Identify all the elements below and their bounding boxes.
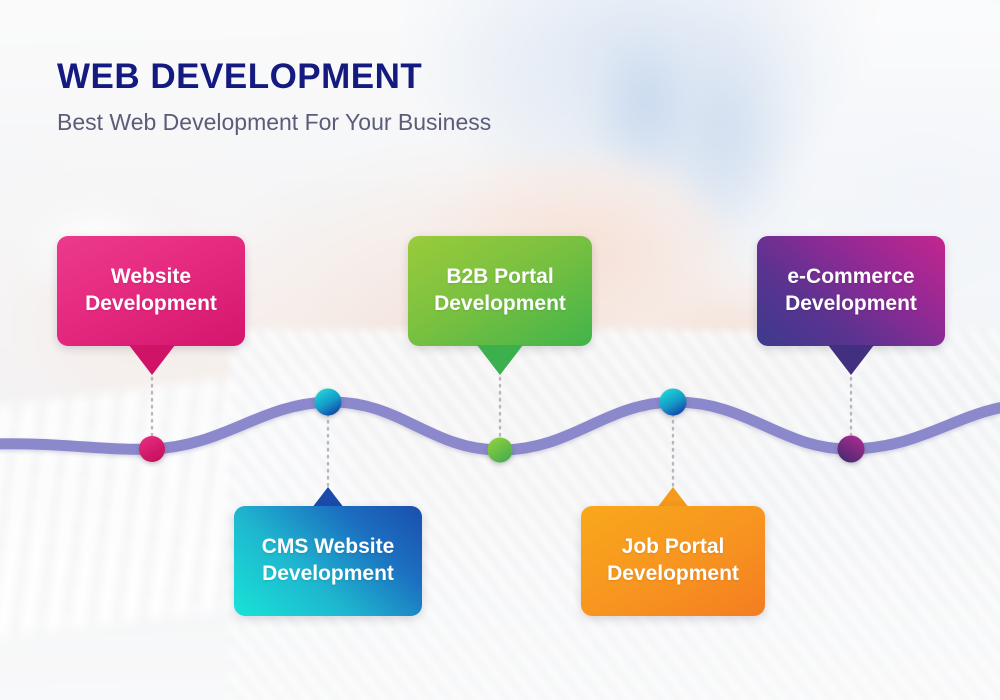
card-b2b-portal-development-tail (477, 345, 523, 375)
page-title: WEB DEVELOPMENT (57, 57, 423, 96)
header: WEB DEVELOPMENT Best Web Development For… (57, 57, 492, 135)
card-ecommerce-development-tail (828, 345, 874, 375)
page-subtitle: Best Web Development For Your Business (57, 108, 492, 135)
card-website-development-tail (129, 345, 175, 375)
